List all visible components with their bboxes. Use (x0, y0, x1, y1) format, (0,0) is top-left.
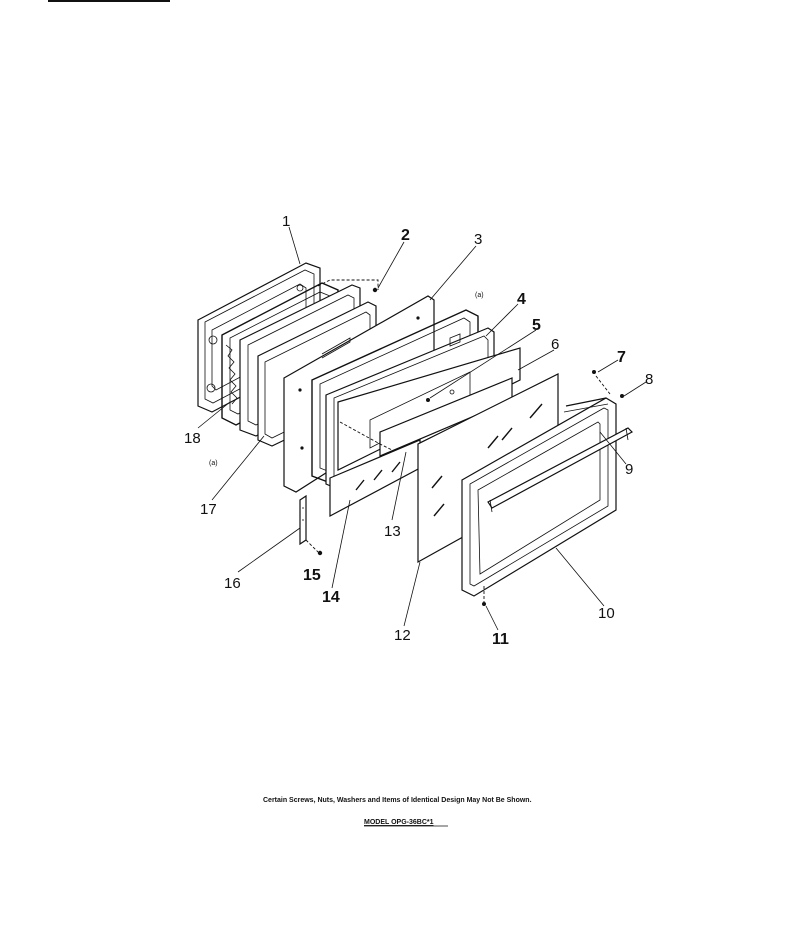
part-8-screw (620, 394, 624, 398)
callout-10: 10 (598, 605, 615, 622)
callout-7: 7 (617, 349, 626, 366)
part-16-hinge (299, 494, 307, 546)
callout-13: 13 (384, 523, 401, 540)
note-mark-a-lower: (a) (209, 460, 218, 467)
part-15-screw (305, 539, 323, 556)
callout-16: 16 (224, 575, 241, 592)
part-11-screw (482, 586, 486, 606)
part-9-handle (487, 427, 633, 513)
footer-note: Certain Screws, Nuts, Washers and Items … (263, 797, 532, 804)
callout-12: 12 (394, 627, 411, 644)
callout-3: 3 (474, 231, 482, 248)
callout-17: 17 (200, 501, 217, 518)
leader-lines (197, 226, 647, 631)
part-7-screw (592, 370, 611, 395)
callout-4: 4 (517, 291, 526, 308)
callout-5: 5 (532, 317, 541, 334)
callout-14: 14 (322, 589, 340, 606)
callout-8: 8 (645, 371, 653, 388)
callout-6: 6 (551, 336, 559, 353)
callout-2: 2 (401, 227, 410, 244)
note-mark-a-upper: (a) (475, 292, 484, 299)
callout-11: 11 (492, 631, 509, 648)
part-2-screw (317, 279, 379, 293)
callout-18: 18 (184, 430, 201, 447)
callout-9: 9 (625, 461, 633, 478)
part-10-outer-door-frame (461, 397, 617, 597)
model-label: MODEL OPG-36BC*1 (364, 819, 434, 826)
callout-1: 1 (282, 213, 290, 230)
callout-15: 15 (303, 567, 321, 584)
